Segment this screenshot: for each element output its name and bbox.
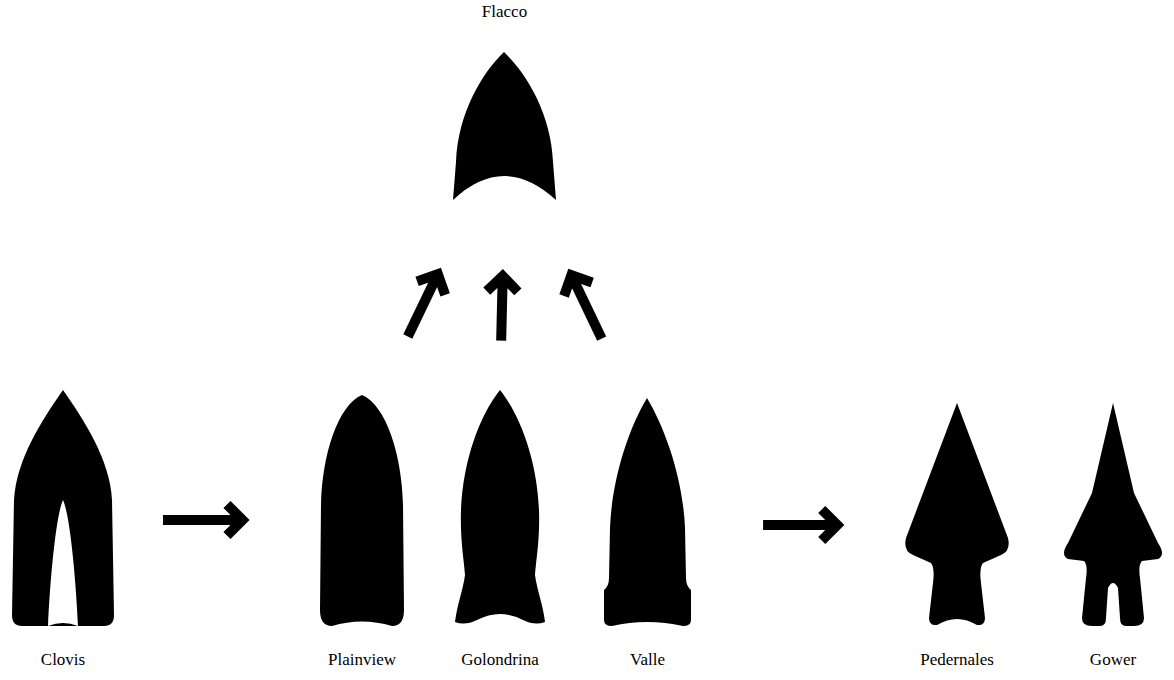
point-silhouette	[12, 390, 114, 626]
arrow-shaft	[573, 279, 602, 339]
point-silhouette	[604, 398, 691, 626]
arrow-head	[564, 275, 592, 296]
point-outline	[453, 52, 556, 200]
arrow-head	[227, 504, 243, 535]
type-name: Flacco	[482, 2, 527, 22]
projectile-point: Plainview	[318, 395, 406, 670]
point-silhouette	[453, 52, 556, 200]
arrow-shaft	[763, 520, 833, 530]
projectile-point: Gower	[1060, 403, 1166, 670]
type-name: Clovis	[41, 650, 85, 670]
point-outline	[604, 398, 691, 626]
projectile-point: Flacco	[453, 2, 556, 200]
arrow	[564, 275, 602, 338]
point-outline	[1064, 403, 1162, 626]
arrow-head	[822, 509, 838, 540]
projectile-point: Pedernales	[903, 403, 1011, 670]
type-name: Golondrina	[461, 650, 538, 670]
arrow	[763, 509, 837, 540]
point-outline	[905, 403, 1008, 625]
flute-scar	[48, 500, 78, 626]
type-name: Gower	[1090, 650, 1136, 670]
projectile-point: Golondrina	[455, 390, 545, 670]
point-outline	[12, 390, 114, 626]
arrow-shaft	[408, 278, 436, 337]
type-name: Valle	[630, 650, 665, 670]
arrow-shaft	[163, 515, 239, 525]
arrow	[163, 504, 243, 535]
type-name: Pedernales	[920, 650, 994, 670]
point-outline	[455, 390, 545, 624]
arrow-shaft	[501, 280, 502, 341]
point-silhouette	[318, 395, 406, 626]
projectile-point: Valle	[604, 398, 691, 670]
point-silhouette	[455, 390, 545, 626]
arrow-head	[487, 276, 518, 292]
type-name: Plainview	[328, 650, 396, 670]
projectile-point: Clovis	[12, 390, 114, 670]
point-outline	[320, 395, 404, 626]
point-silhouette	[1060, 403, 1166, 626]
arrow	[487, 276, 518, 341]
arrow-head	[417, 274, 445, 295]
arrow	[408, 274, 445, 336]
point-silhouette	[903, 403, 1011, 626]
